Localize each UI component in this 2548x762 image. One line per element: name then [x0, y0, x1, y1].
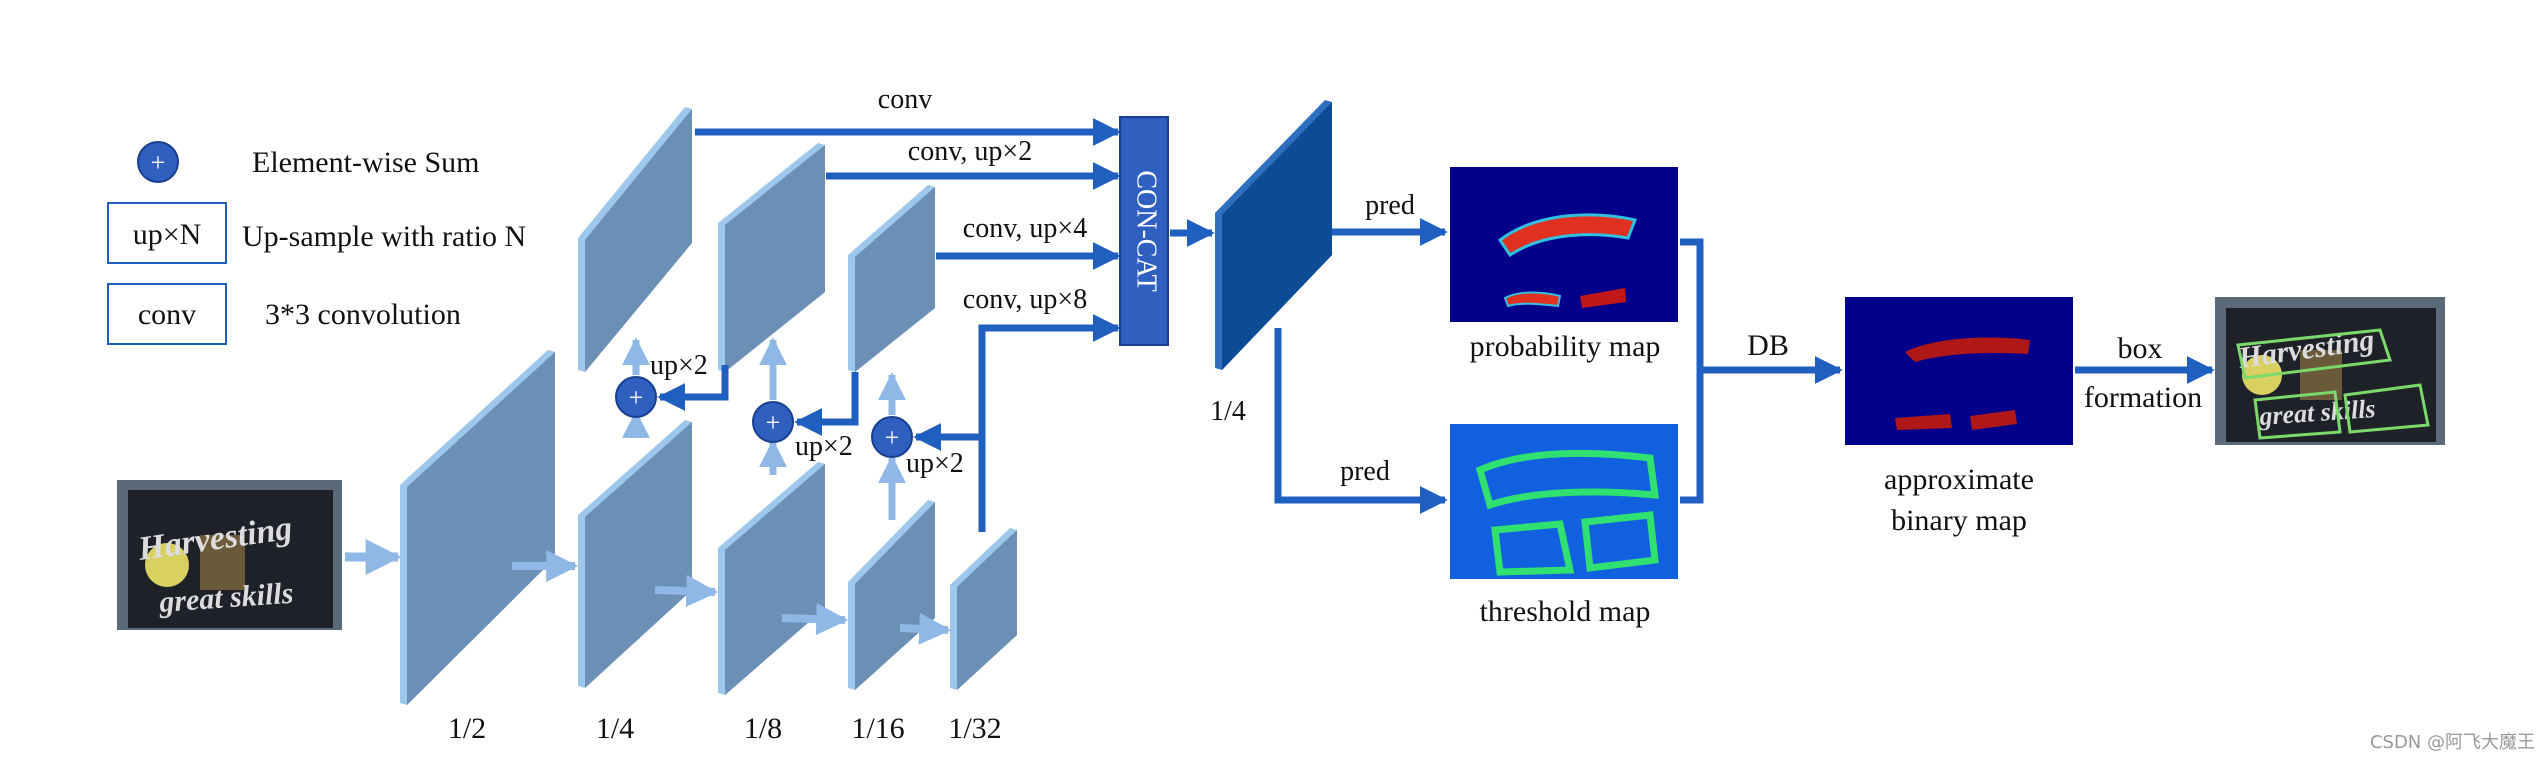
feature-map-1-16	[848, 500, 935, 690]
fpn-map-1-16	[848, 185, 935, 372]
legend-upsample-box-label: up×N	[133, 218, 202, 251]
sum-node-1-16-symbol: +	[885, 423, 900, 452]
legend-conv-box-label: conv	[138, 298, 196, 331]
label-up2-b: up×2	[795, 431, 853, 462]
label-conv: conv	[878, 84, 932, 115]
input-image-sun	[145, 543, 189, 587]
output-box-2	[2253, 390, 2342, 440]
sum-node-1-8	[752, 401, 794, 443]
db-merge	[1680, 238, 1843, 504]
feature-map-1-2	[400, 350, 555, 705]
approx-map-bg	[1845, 297, 2073, 445]
backbone-arrow-4	[899, 612, 952, 645]
sum-node-1-8-symbol: +	[766, 408, 781, 437]
backbone	[400, 350, 1017, 705]
legend: + Element-wise Sum up×N Up-sample with r…	[107, 141, 526, 345]
scale-concat-out: 1/4	[1210, 396, 1246, 427]
legend-conv-box	[107, 283, 227, 345]
label-box-line1: box	[2118, 332, 2163, 365]
label-pred-bottom: pred	[1340, 456, 1390, 487]
scale-1-2: 1/2	[448, 712, 486, 745]
probability-map-blob-3	[1580, 288, 1626, 308]
feature-map-1-8	[718, 462, 825, 695]
sum-node-1-16	[871, 416, 913, 458]
input-image: Harvesting great skills	[117, 480, 342, 630]
scale-labels: 1/2 1/4 1/8 1/16 1/32	[448, 712, 1002, 745]
sum-node-1-4	[615, 376, 657, 418]
threshold-map	[1450, 424, 1678, 579]
watermark: CSDN @阿飞大魔王	[2370, 732, 2535, 753]
probability-map-bg	[1450, 167, 1678, 322]
legend-conv-label: 3*3 convolution	[265, 298, 461, 331]
legend-sum-symbol: +	[151, 148, 166, 177]
legend-sum-icon	[137, 141, 179, 183]
scale-1-4: 1/4	[596, 712, 634, 745]
input-image-picture	[200, 535, 245, 590]
sum-node-1-4-symbol: +	[629, 383, 644, 412]
topdown-path-16-to-8	[794, 372, 859, 436]
label-conv-up8: conv, up×8	[963, 284, 1087, 315]
approx-map-blob-3	[1970, 410, 2017, 430]
fused-feature	[1215, 100, 1332, 370]
probability-map-blob-2	[1503, 291, 1562, 308]
db-bracket	[1680, 238, 1704, 504]
concat-box	[1119, 116, 1169, 346]
legend-upsample-label: Up-sample with ratio N	[242, 220, 526, 253]
label-db: DB	[1747, 329, 1789, 362]
threshold-map-ring-2	[1491, 520, 1575, 576]
label-threshold-map: threshold map	[1480, 595, 1651, 628]
legend-sum-label: Element-wise Sum	[252, 146, 479, 179]
concat-block: CON-CAT	[1119, 116, 1169, 346]
scale-1-32: 1/32	[948, 712, 1001, 745]
output-box-1	[2236, 328, 2393, 380]
output-image: Harvesting great skills	[2215, 297, 2445, 445]
approx-map-blob-1	[1905, 337, 2030, 362]
arrow-conv-up8	[978, 314, 1121, 532]
backbone-arrow-2	[654, 575, 719, 608]
backbone-arrow-3	[781, 603, 849, 636]
approx-map-blob-2	[1895, 414, 1952, 430]
fpn-map-1-4	[578, 107, 692, 372]
arrow-pred-bottom	[1274, 328, 1448, 514]
label-pred-top: pred	[1365, 190, 1415, 221]
approx-binary-map	[1845, 297, 2073, 445]
concat-label: CON-CAT	[1131, 170, 1162, 291]
concat-inputs	[695, 118, 1121, 532]
threshold-map-ring-1	[1475, 449, 1660, 510]
sum-nodes: + + +	[615, 376, 913, 458]
label-probability-map: probability map	[1470, 330, 1661, 363]
label-conv-up2: conv, up×2	[908, 136, 1032, 167]
feature-map-1-4	[578, 420, 692, 688]
threshold-map-ring-3	[1581, 511, 1659, 572]
legend-upsample-box	[107, 202, 227, 264]
label-approx-line2: binary map	[1891, 504, 2027, 537]
scale-1-8: 1/8	[744, 712, 782, 745]
label-box-line2: formation	[2084, 381, 2202, 414]
probability-map-blob-1	[1497, 213, 1638, 258]
label-approx-line1: approximate	[1884, 463, 2034, 496]
label-up2-c: up×2	[906, 448, 964, 479]
label-conv-up4: conv, up×4	[963, 213, 1087, 244]
output-box-3	[2343, 383, 2430, 434]
fpn-features	[578, 107, 935, 372]
label-up2-a: up×2	[650, 350, 708, 381]
scale-1-16: 1/16	[851, 712, 904, 745]
fpn-map-1-8	[718, 143, 825, 372]
topdown-path-8-to-4	[657, 365, 729, 411]
probability-map	[1450, 167, 1678, 322]
feature-map-1-32	[950, 528, 1017, 690]
